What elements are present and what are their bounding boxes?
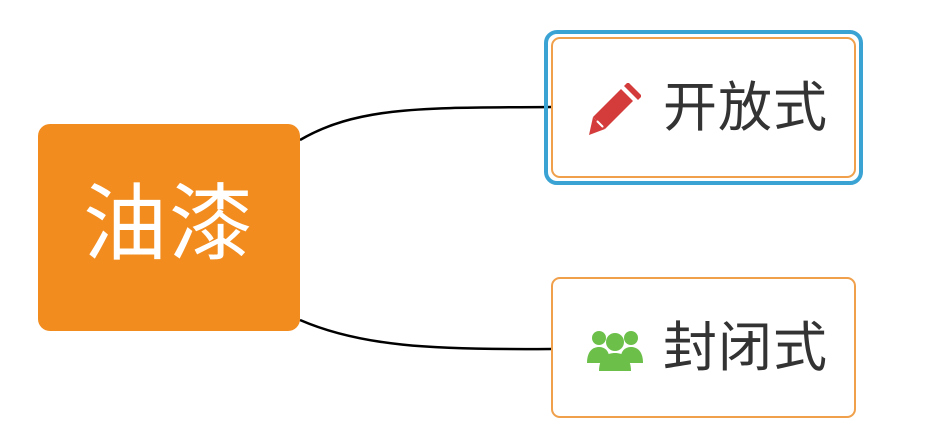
connector-root-to-branch-1 xyxy=(299,105,552,142)
branch-node-closed[interactable]: 封闭式 xyxy=(551,277,856,418)
people-group-icon xyxy=(587,331,643,371)
connector-root-to-branch-2 xyxy=(299,318,552,351)
branch-node-open[interactable]: 开放式 xyxy=(551,37,856,178)
root-node[interactable]: 油漆 xyxy=(38,124,300,331)
branch-node-open-label: 开放式 xyxy=(663,75,828,139)
root-node-label: 油漆 xyxy=(82,174,255,273)
selection-ring xyxy=(544,30,863,185)
branch-node-closed-label: 封闭式 xyxy=(663,315,828,379)
pencil-icon xyxy=(589,83,641,135)
